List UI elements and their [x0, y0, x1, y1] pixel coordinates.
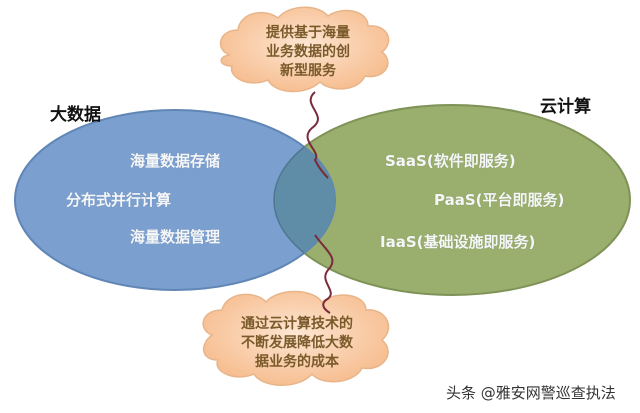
cloud-computing-item: IaaS(基础设施即服务) [380, 233, 536, 251]
big-data-title: 大数据 [50, 105, 101, 125]
cloud-computing-item: PaaS(平台即服务) [434, 191, 565, 209]
big-data-item: 海量数据存储 [130, 152, 221, 170]
top-callout-text: 提供基于海量 业务数据的创 新型服务 [266, 25, 350, 79]
top-cloud-shape [219, 6, 390, 93]
bottom-cloud-shape [202, 290, 390, 386]
cloud-computing-title: 云计算 [540, 97, 591, 117]
big-data-item: 海量数据管理 [130, 228, 221, 246]
watermark: 头条 @雅安网警巡查执法 [446, 384, 616, 402]
top-connector [306, 91, 329, 179]
bottom-callout-text: 通过云计算技术的 不断发展降低大数 据业务的成本 [241, 316, 353, 370]
big-data-item: 分布式并行计算 [66, 191, 172, 209]
cloud-computing-item: SaaS(软件即服务) [385, 152, 516, 170]
bottom-connector [314, 234, 334, 314]
